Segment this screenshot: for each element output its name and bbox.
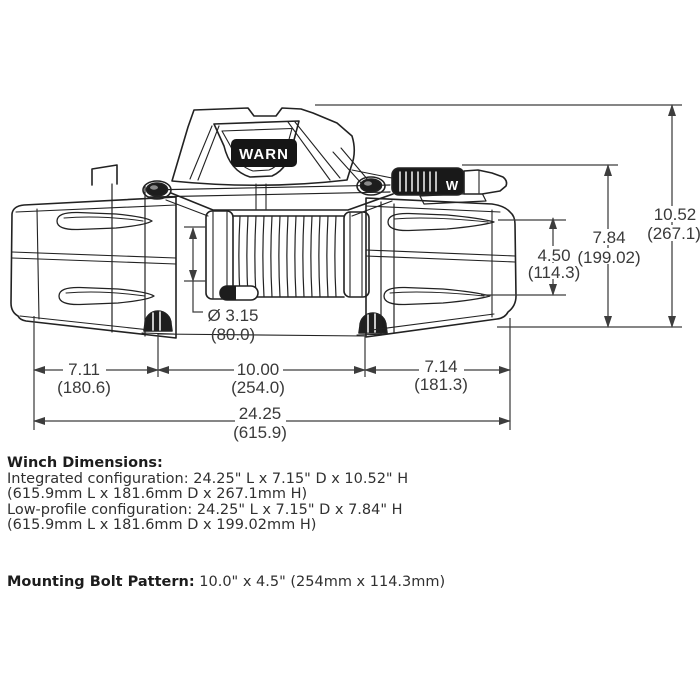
dim-lowprofile-height-in: 7.84 [592,228,625,247]
right-mounting-foot [356,312,390,336]
low-profile-config-line: Low-profile configuration: 24.25" L x 7.… [7,501,403,518]
rope-coils [238,215,337,298]
dim-left-length-mm: (180.6) [57,378,111,397]
warn-logo: WARN [239,146,289,163]
bottom-rail [157,333,366,337]
rope-drum [205,210,370,301]
dimension-lines [33,104,682,430]
dim-overall-height-mm: (267.1) [647,224,700,243]
dim-overall-length-in: 24.25 [239,404,282,423]
dim-left-length-in: 7.11 [68,360,100,379]
low-profile-config-metric-line: (615.9mm L x 181.6mm D x 199.02mm H) [7,517,317,533]
right-upper-slot [387,212,495,232]
dim-right-length-in: 7.14 [424,357,457,376]
dim-drum-diameter-mm: (80.0) [211,325,255,344]
left-tie-plate [91,164,146,337]
right-drum-support [365,197,517,338]
control-pack [171,107,356,187]
dim-overall-length-mm: (615.9) [233,423,287,442]
clutch-knob-logo: W [446,178,459,193]
integrated-config-metric-line: (615.9mm L x 181.6mm D x 267.1mm H) [7,486,308,502]
clutch-knob [351,167,508,205]
left-mounting-foot [141,310,175,335]
dim-bolt-height-in: 4.50 [537,246,570,265]
dim-lowprofile-height-mm: (199.02) [577,248,640,267]
left-upper-slot [56,211,153,231]
integrated-config-line: Integrated configuration: 24.25" L x 7.1… [7,470,409,487]
dim-right-length-mm: (181.3) [414,375,468,394]
right-lower-slot [383,286,491,306]
dim-bolt-length-in: 10.00 [237,360,280,379]
mounting-bolt-pattern-value: 10.0" x 4.5" (254mm x 114.3mm) [194,574,446,590]
left-tie-rod-bolt [142,180,172,200]
left-lower-slot [58,286,155,306]
winch-dimensions-heading: Winch Dimensions: [7,455,163,471]
rope-anchor [219,285,259,301]
dim-bolt-height-mm: (114.3) [528,263,581,282]
chassis-beam [147,147,394,217]
right-tie-rod-bolt [356,176,386,196]
dim-bolt-length-mm: (254.0) [231,378,285,397]
label-masks [63,206,700,422]
left-drum-support [10,196,177,339]
mounting-bolt-pattern-heading: Mounting Bolt Pattern: [7,574,195,590]
dim-drum-diameter-in: Ø 3.15 [207,306,258,325]
winch-technical-drawing: 7.11 (180.6) 10.00 (254.0) 7.14 (181.3) … [10,104,700,442]
mounting-bolt-pattern-line: Mounting Bolt Pattern: 10.0" x 4.5" (254… [7,574,647,590]
dimension-labels: 7.11 (180.6) 10.00 (254.0) 7.14 (181.3) … [57,205,700,442]
warn-logo-plate [231,139,297,167]
winch-dimensions-notes: Winch Dimensions: Integrated configurati… [7,455,647,534]
dim-overall-height-in: 10.52 [654,205,697,224]
